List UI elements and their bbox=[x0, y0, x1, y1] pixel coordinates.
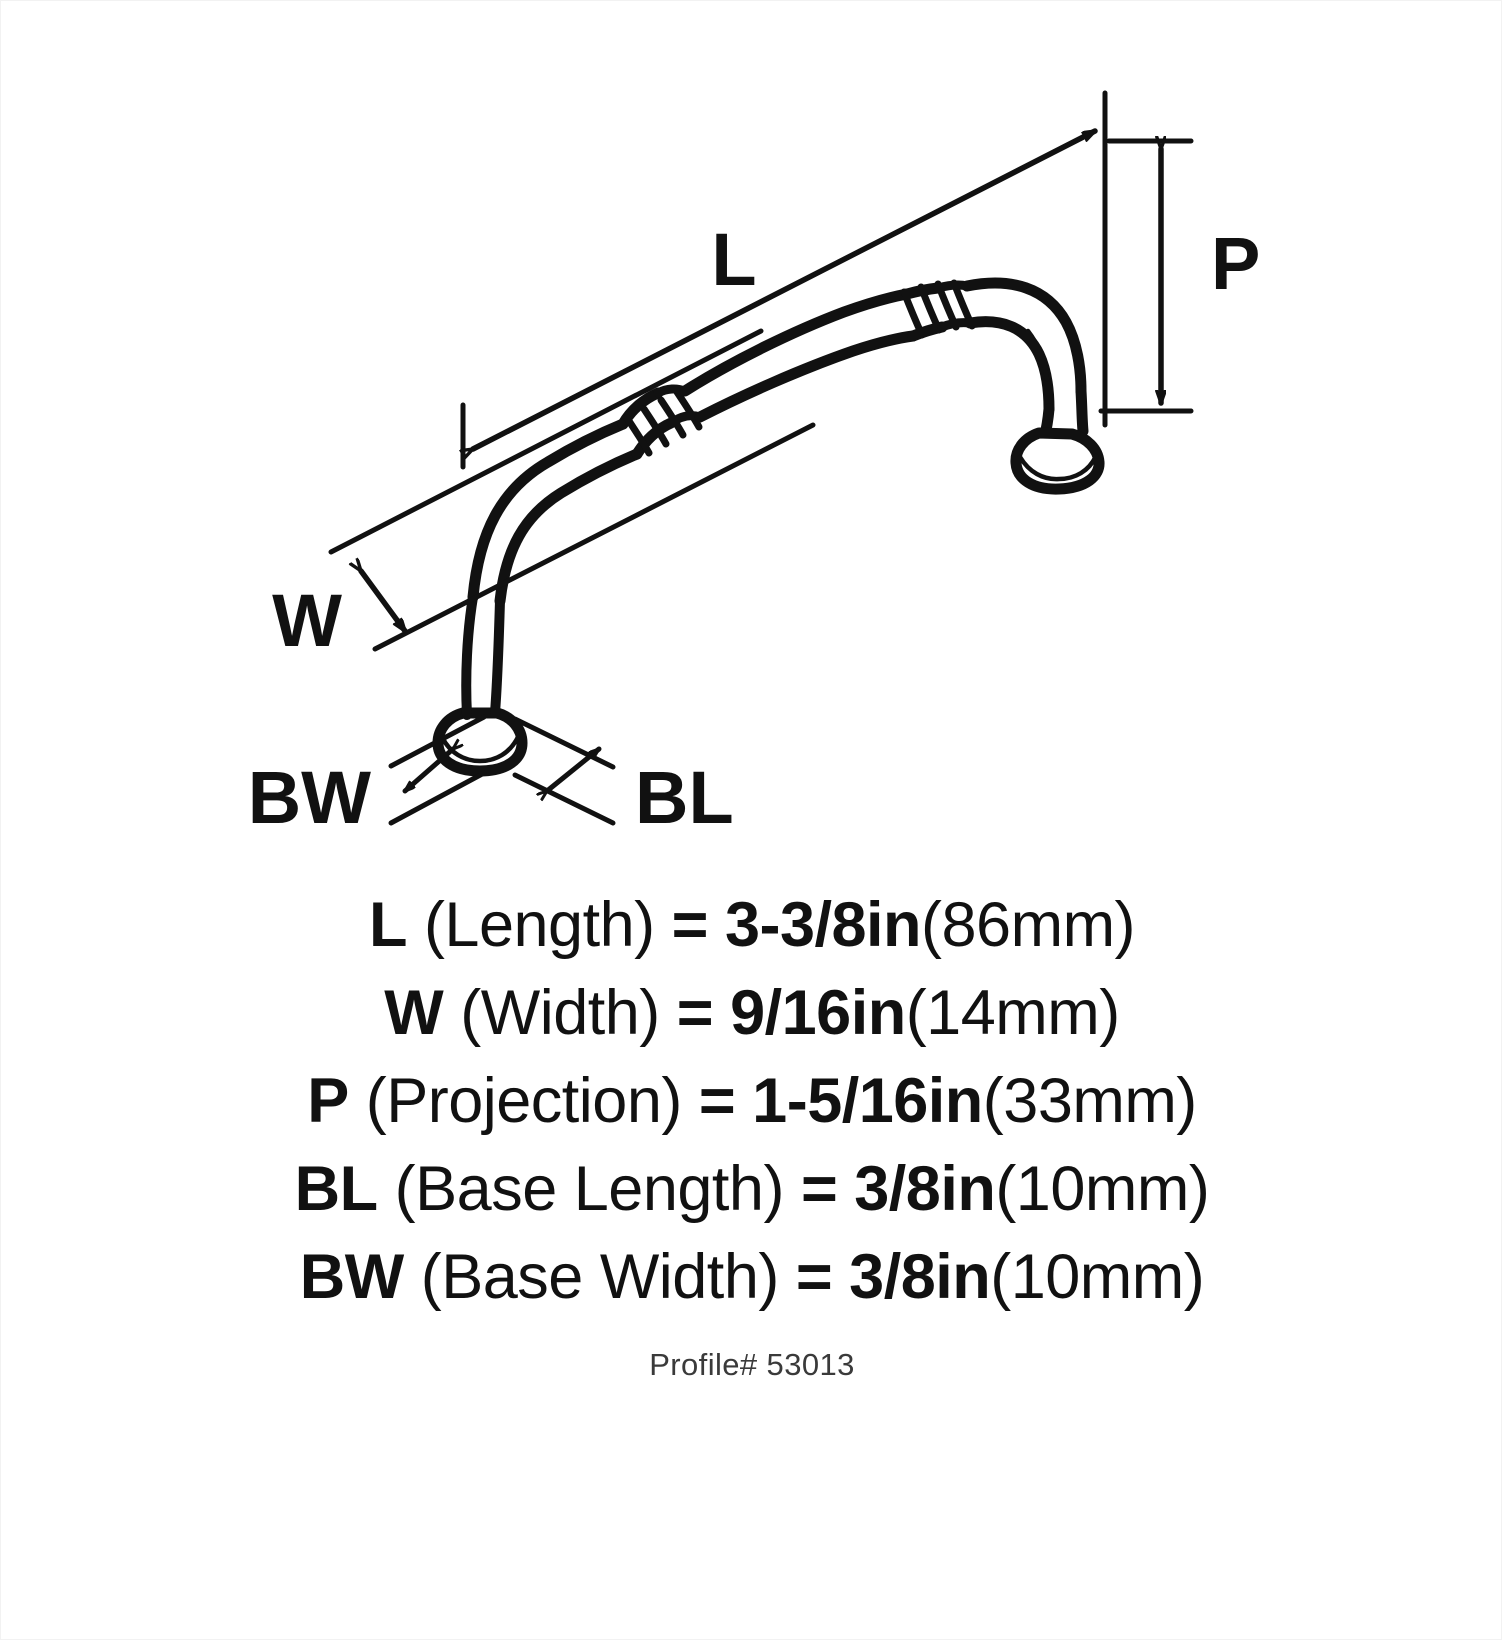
spec-symbol: L bbox=[368, 890, 407, 960]
spec-metric-value: (14mm) bbox=[905, 978, 1121, 1048]
spec-metric-value: (10mm) bbox=[995, 1154, 1210, 1224]
spec-metric-value: (10mm) bbox=[990, 1242, 1205, 1312]
spec-metric-value: (33mm) bbox=[982, 1066, 1198, 1136]
width-extension-line-lower bbox=[372, 422, 816, 652]
right-base-foot bbox=[1010, 427, 1105, 495]
spec-equals: = bbox=[676, 978, 714, 1048]
spec-row-length: L (Length) = 3-3/8in(86mm) bbox=[1, 881, 1501, 969]
base-width-leader-lower bbox=[388, 770, 487, 826]
spec-metric-value: (86mm) bbox=[921, 890, 1136, 960]
product-dimension-drawing: L W P BW bbox=[1, 1, 1501, 881]
width-extension-line-upper bbox=[328, 328, 764, 555]
spec-imperial-value: 9/16in bbox=[730, 978, 906, 1048]
spec-equals: = bbox=[698, 1066, 736, 1136]
base-length-dimension-arrow bbox=[547, 746, 602, 791]
right-post-outer bbox=[1075, 385, 1089, 437]
length-dimension: L bbox=[463, 90, 1108, 470]
handle-drawing-svg: L W P BW bbox=[248, 90, 1260, 839]
base-width-label: BW bbox=[248, 756, 371, 839]
spec-name: (Base Width) bbox=[420, 1242, 780, 1312]
right-ring-collar bbox=[900, 279, 976, 342]
width-label: W bbox=[272, 579, 342, 662]
length-label: L bbox=[711, 218, 756, 301]
handle-body bbox=[432, 277, 1105, 777]
spec-row-base-length: BL (Base Length) = 3/8in(10mm) bbox=[1, 1145, 1501, 1233]
left-post-outer-edge bbox=[461, 592, 478, 720]
base-length-label: BL bbox=[635, 756, 734, 839]
spec-name: (Projection) bbox=[365, 1066, 683, 1136]
spec-row-base-width: BW (Base Width) = 3/8in(10mm) bbox=[1, 1233, 1501, 1321]
spec-symbol: BL bbox=[294, 1154, 378, 1224]
spec-imperial-value: 3/8in bbox=[849, 1242, 991, 1312]
left-elbow-inner bbox=[494, 448, 643, 607]
base-length-leader-upper bbox=[512, 716, 616, 770]
spec-imperial-value: 3/8in bbox=[854, 1154, 996, 1224]
spec-imperial-value: 3-3/8in bbox=[724, 890, 922, 960]
length-dimension-arrow bbox=[473, 128, 1098, 449]
base-width-dimension-arrow bbox=[402, 749, 453, 794]
profile-number: Profile# 53013 bbox=[649, 1347, 855, 1382]
spec-imperial-value: 1-5/16in bbox=[752, 1066, 983, 1136]
spec-symbol: P bbox=[307, 1066, 349, 1136]
width-dimension-arrow bbox=[361, 571, 408, 634]
spec-symbol: BW bbox=[299, 1242, 404, 1312]
spec-equals: = bbox=[795, 1242, 833, 1312]
spec-equals: = bbox=[800, 1154, 838, 1224]
left-elbow-outer bbox=[467, 418, 629, 603]
spec-equals: = bbox=[671, 890, 709, 960]
left-post-inner-edge bbox=[490, 596, 505, 718]
spec-name: (Base Length) bbox=[394, 1154, 785, 1224]
spec-row-width: W (Width) = 9/16in(14mm) bbox=[1, 969, 1501, 1057]
spec-row-projection: P (Projection) = 1-5/16in(33mm) bbox=[1, 1057, 1501, 1145]
base-length-dimension: BL bbox=[512, 716, 734, 839]
right-elbow-inner bbox=[964, 316, 1055, 415]
spec-name: (Width) bbox=[460, 978, 660, 1048]
spec-name: (Length) bbox=[423, 890, 655, 960]
base-width-dimension: BW bbox=[248, 714, 487, 839]
base-length-leader-lower bbox=[512, 772, 616, 826]
specifications-list: L (Length) = 3-3/8in(86mm) W (Width) = 9… bbox=[1, 881, 1501, 1385]
spec-symbol: W bbox=[384, 978, 444, 1048]
projection-label: P bbox=[1211, 222, 1260, 305]
projection-dimension: P bbox=[1098, 141, 1260, 414]
width-dimension: W bbox=[272, 328, 816, 662]
